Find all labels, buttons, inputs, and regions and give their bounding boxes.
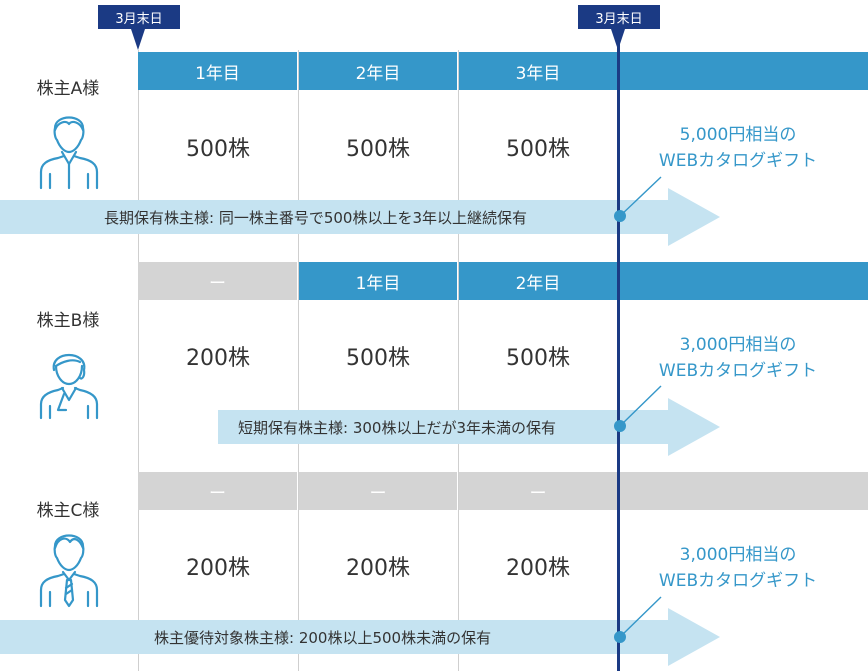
row-c-arrow <box>0 608 720 666</box>
row-b-name: 株主B様 <box>36 311 100 331</box>
row-c-header-1: ー <box>138 472 297 510</box>
row-c-gift-line1: 3,000円相当の <box>679 545 797 565</box>
row-b-gift-line2: WEBカタログギフト <box>658 361 818 381</box>
row-c-dot <box>614 631 626 643</box>
grid-line <box>138 50 139 671</box>
row-a-shares-1: 500株 <box>186 137 250 162</box>
row-b-header-3: 2年目 <box>459 262 617 300</box>
row-b-gift: 3,000円相当の WEBカタログギフト <box>628 332 848 384</box>
row-b-shares-3: 500株 <box>506 346 570 371</box>
row-a-arrow <box>0 188 720 246</box>
row-b-header-2: 1年目 <box>299 262 457 300</box>
man-tie-icon <box>39 534 99 608</box>
row-a-name: 株主A様 <box>36 79 100 99</box>
row-b-arrow <box>218 398 720 456</box>
row-a-header-2: 2年目 <box>299 52 457 90</box>
row-c-header-2: ー <box>299 472 457 510</box>
row-a-gift-line1: 5,000円相当の <box>679 125 797 145</box>
row-c-shares-1: 200株 <box>186 556 250 581</box>
row-b-arrow-label: 短期保有株主様: 300株以上だが3年未満の保有 <box>238 418 556 437</box>
row-a-gift-line2: WEBカタログギフト <box>658 151 818 171</box>
row-a-header-tail <box>619 52 868 90</box>
row-b-header-tail <box>619 262 868 300</box>
row-b-dot <box>614 420 626 432</box>
row-a-shares-3: 500株 <box>506 137 570 162</box>
row-a-dot <box>614 210 626 222</box>
row-b-shares-1: 200株 <box>186 346 250 371</box>
row-c-shares-2: 200株 <box>346 556 410 581</box>
row-a-gift: 5,000円相当の WEBカタログギフト <box>628 122 848 174</box>
row-c-gift: 3,000円相当の WEBカタログギフト <box>628 542 848 594</box>
row-a-header-1: 1年目 <box>138 52 297 90</box>
row-a-header-3: 3年目 <box>459 52 617 90</box>
row-b-header-1: ー <box>138 262 297 300</box>
man-shirt-icon <box>39 116 99 190</box>
row-a-arrow-label: 長期保有株主様: 同一株主番号で500株以上を3年以上継続保有 <box>104 208 527 227</box>
start-date-pointer <box>131 29 145 50</box>
start-date-tag: 3月末日 <box>98 5 180 29</box>
row-b-shares-2: 500株 <box>346 346 410 371</box>
deadline-line <box>617 29 620 671</box>
grid-line <box>458 50 459 671</box>
row-c-name: 株主C様 <box>36 501 100 521</box>
row-c-header-3: ー <box>459 472 617 510</box>
woman-icon <box>39 354 99 420</box>
end-date-tag: 3月末日 <box>578 5 660 29</box>
grid-line <box>298 50 299 671</box>
row-c-shares-3: 200株 <box>506 556 570 581</box>
row-a-shares-2: 500株 <box>346 137 410 162</box>
row-c-arrow-label: 株主優待対象株主様: 200株以上500株未満の保有 <box>154 628 492 647</box>
row-b-gift-line1: 3,000円相当の <box>679 335 797 355</box>
row-c-header-tail <box>619 472 868 510</box>
row-c-gift-line2: WEBカタログギフト <box>658 571 818 591</box>
end-date-pointer <box>611 29 625 50</box>
